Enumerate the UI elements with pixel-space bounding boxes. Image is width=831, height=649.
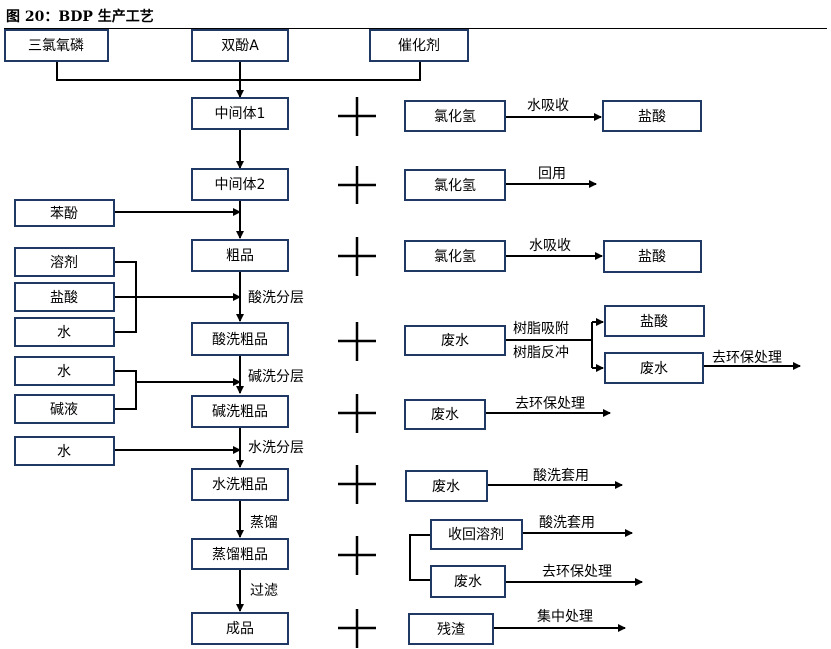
raw-material-box-2: 双酚A bbox=[191, 29, 289, 62]
input-box-3: 盐酸 bbox=[14, 282, 115, 312]
plus-signs bbox=[338, 97, 376, 648]
main-step-label: 酸洗粗品 bbox=[212, 332, 268, 348]
input-label: 水 bbox=[57, 325, 71, 341]
treatment-label: 集中处理 bbox=[537, 608, 593, 625]
byproduct-label: 氯化氢 bbox=[434, 249, 476, 265]
plus-sign-8 bbox=[338, 609, 376, 648]
result-box-4: 废水 bbox=[604, 352, 704, 384]
step-label: 碱洗分层 bbox=[248, 369, 304, 385]
result-label: 盐酸 bbox=[638, 249, 666, 265]
input-box-6: 碱液 bbox=[14, 394, 115, 424]
plus-sign-3 bbox=[338, 237, 376, 276]
input-box-2: 溶剂 bbox=[14, 247, 115, 277]
input-label: 盐酸 bbox=[50, 290, 78, 306]
byproduct-box-6: 废水 bbox=[405, 470, 488, 502]
main-step-label: 中间体1 bbox=[215, 106, 266, 122]
figure-header: 图 20：BDP 生产工艺 bbox=[4, 2, 827, 29]
main-step-box-7: 蒸馏粗品 bbox=[191, 538, 289, 570]
input-box-4: 水 bbox=[14, 317, 115, 347]
byproduct-box-3: 氯化氢 bbox=[404, 240, 506, 272]
input-box-5: 水 bbox=[14, 356, 115, 386]
main-step-label: 碱洗粗品 bbox=[212, 404, 268, 420]
main-step-box-1: 中间体1 bbox=[191, 97, 289, 130]
main-step-label: 水洗粗品 bbox=[212, 477, 268, 493]
input-label: 碱液 bbox=[50, 402, 78, 418]
byproduct-label: 废水 bbox=[454, 574, 482, 590]
plus-sign-5 bbox=[338, 394, 376, 433]
byproduct-box-2: 氯化氢 bbox=[404, 169, 506, 201]
treatment-label: 酸洗套用 bbox=[539, 515, 595, 531]
byproduct-label: 废水 bbox=[431, 407, 459, 423]
treatment-label: 去环保处理 bbox=[712, 350, 782, 366]
input-label: 水 bbox=[57, 364, 71, 380]
result-box-1: 盐酸 bbox=[602, 100, 702, 132]
step-label: 酸洗分层 bbox=[248, 290, 304, 306]
treatment-label: 去环保处理 bbox=[542, 564, 612, 580]
main-step-box-2: 中间体2 bbox=[191, 168, 289, 201]
plus-sign-7 bbox=[338, 536, 376, 575]
treatment-label: 水吸收 bbox=[527, 98, 569, 114]
treatment-label: 回用 bbox=[538, 166, 566, 182]
step-label: 水洗分层 bbox=[248, 440, 304, 456]
main-step-label: 蒸馏粗品 bbox=[212, 547, 268, 563]
result-box-2: 盐酸 bbox=[603, 240, 702, 273]
input-label: 苯酚 bbox=[50, 205, 78, 222]
input-label: 溶剂 bbox=[50, 255, 78, 271]
treatment-label: 树脂反冲 bbox=[513, 345, 569, 361]
treatment-label: 去环保处理 bbox=[515, 396, 585, 412]
input-box-7: 水 bbox=[14, 436, 115, 466]
byproduct-box-5: 废水 bbox=[404, 399, 486, 430]
byproduct-box-4: 废水 bbox=[404, 325, 506, 356]
byproduct-label: 废水 bbox=[441, 333, 469, 349]
byproduct-box-9: 残渣 bbox=[408, 613, 494, 645]
treatment-label: 酸洗套用 bbox=[533, 468, 589, 484]
byproduct-box-1: 氯化氢 bbox=[404, 100, 506, 132]
main-step-box-3: 粗品 bbox=[191, 239, 289, 272]
result-box-3: 盐酸 bbox=[604, 305, 705, 337]
step-label: 过滤 bbox=[250, 583, 278, 599]
main-step-label: 中间体2 bbox=[215, 177, 266, 193]
byproduct-label: 氯化氢 bbox=[434, 109, 476, 125]
main-step-box-8: 成品 bbox=[191, 612, 289, 645]
main-step-box-4: 酸洗粗品 bbox=[191, 322, 289, 356]
result-label: 废水 bbox=[640, 361, 668, 377]
plus-sign-2 bbox=[338, 166, 376, 204]
step-label: 蒸馏 bbox=[250, 515, 278, 531]
raw-material-label: 催化剂 bbox=[398, 38, 440, 54]
byproduct-label: 收回溶剂 bbox=[448, 527, 504, 543]
input-label: 水 bbox=[57, 444, 71, 460]
byproduct-label: 残渣 bbox=[437, 622, 465, 638]
byproduct-box-8: 废水 bbox=[430, 565, 506, 598]
treatment-label: 树脂吸附 bbox=[513, 321, 569, 337]
main-step-box-6: 水洗粗品 bbox=[191, 468, 289, 501]
plus-sign-6 bbox=[338, 465, 376, 504]
byproduct-label: 废水 bbox=[432, 479, 460, 495]
raw-material-box-1: 三氯氧磷 bbox=[4, 29, 109, 62]
result-label: 盐酸 bbox=[638, 109, 666, 125]
raw-material-label: 双酚A bbox=[221, 38, 259, 54]
raw-material-box-3: 催化剂 bbox=[369, 29, 469, 62]
main-step-label: 粗品 bbox=[226, 248, 254, 264]
input-box-1: 苯酚 bbox=[14, 199, 115, 227]
byproduct-label: 氯化氢 bbox=[434, 178, 476, 194]
connectors bbox=[56, 61, 801, 632]
raw-material-label: 三氯氧磷 bbox=[28, 38, 84, 54]
figure-title: 图 20：BDP 生产工艺 bbox=[6, 9, 154, 25]
main-step-label: 成品 bbox=[226, 621, 254, 637]
treatment-label: 水吸收 bbox=[529, 238, 571, 254]
plus-sign-4 bbox=[338, 322, 376, 361]
plus-sign-1 bbox=[338, 97, 376, 136]
main-step-box-5: 碱洗粗品 bbox=[191, 395, 289, 428]
result-label: 盐酸 bbox=[640, 314, 668, 330]
byproduct-box-7: 收回溶剂 bbox=[430, 519, 523, 550]
